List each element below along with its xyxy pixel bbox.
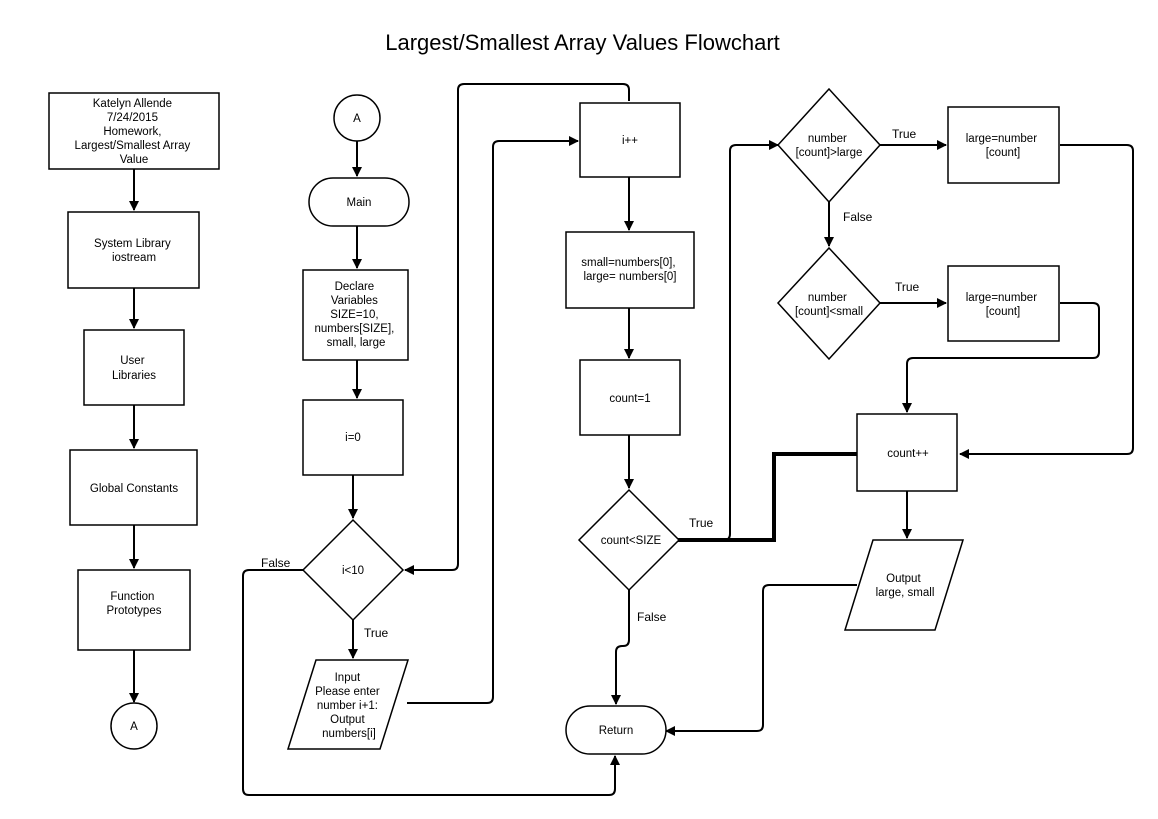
i-init-box	[302, 399, 404, 476]
init-small-large-text: small=numbers[0], large= numbers[0]	[581, 257, 678, 283]
global-constants-box	[69, 449, 198, 526]
i-increment-text: i++	[622, 135, 638, 147]
connector-a-top-text: A	[353, 113, 361, 125]
main-terminal	[308, 177, 410, 227]
nodes: Katelyn Allende 7/24/2015 Homework, Larg…	[48, 87, 1060, 755]
input-text: Input Please enter number i+1: Output nu…	[315, 672, 383, 740]
return-terminal	[565, 705, 667, 755]
declare-variables-box	[302, 269, 409, 361]
input-parallelogram	[286, 659, 410, 750]
count-init-box	[579, 359, 681, 436]
output-parallelogram	[843, 539, 965, 631]
header-box	[48, 92, 220, 170]
set-small-box	[947, 265, 1060, 342]
page-title: Largest/Smallest Array Values Flowchart	[385, 30, 780, 55]
set-small-text: large=number [count]	[966, 292, 1040, 318]
declare-variables-text: Declare Variables SIZE=10, numbers[SIZE]…	[314, 281, 397, 349]
function-prototypes-box	[77, 569, 191, 651]
label-i-false: False	[261, 556, 291, 570]
set-large-box	[947, 106, 1060, 184]
edge-output-return	[665, 584, 857, 736]
init-small-large-box	[565, 231, 695, 309]
system-library-text: System Library iostream	[94, 238, 174, 264]
small-condition-text: number [count]<small	[795, 292, 863, 318]
count-condition-diamond	[577, 488, 681, 592]
edge-setlarge-countpp	[959, 144, 1134, 459]
edges	[129, 83, 1134, 796]
function-prototypes-text: Function Prototypes	[107, 591, 162, 617]
label-count-false: False	[637, 610, 667, 624]
edge-ipp-loop-cond	[404, 83, 630, 575]
i-condition-text: i<10	[342, 565, 364, 577]
edge-count-true-large	[678, 140, 779, 541]
edge-countpp-loop	[678, 452, 860, 542]
header-text: Katelyn Allende 7/24/2015 Homework, Larg…	[75, 98, 194, 166]
edge-labels: True False True False True False True	[261, 127, 920, 640]
label-small-true: True	[895, 280, 920, 294]
connector-a-bottom-text: A	[130, 721, 138, 733]
system-library-box	[67, 211, 200, 289]
i-condition-diamond	[301, 518, 405, 622]
count-increment-box	[856, 413, 958, 492]
count-init-text: count=1	[609, 393, 650, 405]
set-large-text: large=number [count]	[966, 133, 1040, 159]
i-init-text: i=0	[345, 432, 361, 444]
edge-count-false-return	[611, 590, 630, 705]
user-libraries-box	[83, 329, 185, 406]
global-constants-text: Global Constants	[90, 483, 178, 495]
label-i-true: True	[364, 626, 389, 640]
return-terminal-text: Return	[599, 725, 634, 737]
connector-a-bottom	[110, 702, 158, 750]
large-condition-text: number [count]>large	[796, 133, 863, 159]
edge-setsmall-countpp	[902, 302, 1100, 413]
label-large-false: False	[843, 210, 873, 224]
user-libraries-text: User Libraries	[112, 355, 156, 382]
edge-input-ipp	[407, 136, 579, 704]
connector-a-top	[333, 94, 381, 142]
small-condition-diamond	[776, 246, 882, 361]
output-text: Output large, small	[876, 573, 935, 599]
count-condition-text: count<SIZE	[601, 535, 662, 547]
edge-cond-false-return	[242, 569, 620, 796]
count-increment-text: count++	[887, 448, 929, 460]
label-large-true: True	[892, 127, 917, 141]
main-terminal-text: Main	[347, 197, 372, 209]
label-count-true: True	[689, 516, 714, 530]
large-condition-diamond	[776, 87, 882, 204]
i-increment-box	[579, 102, 681, 178]
